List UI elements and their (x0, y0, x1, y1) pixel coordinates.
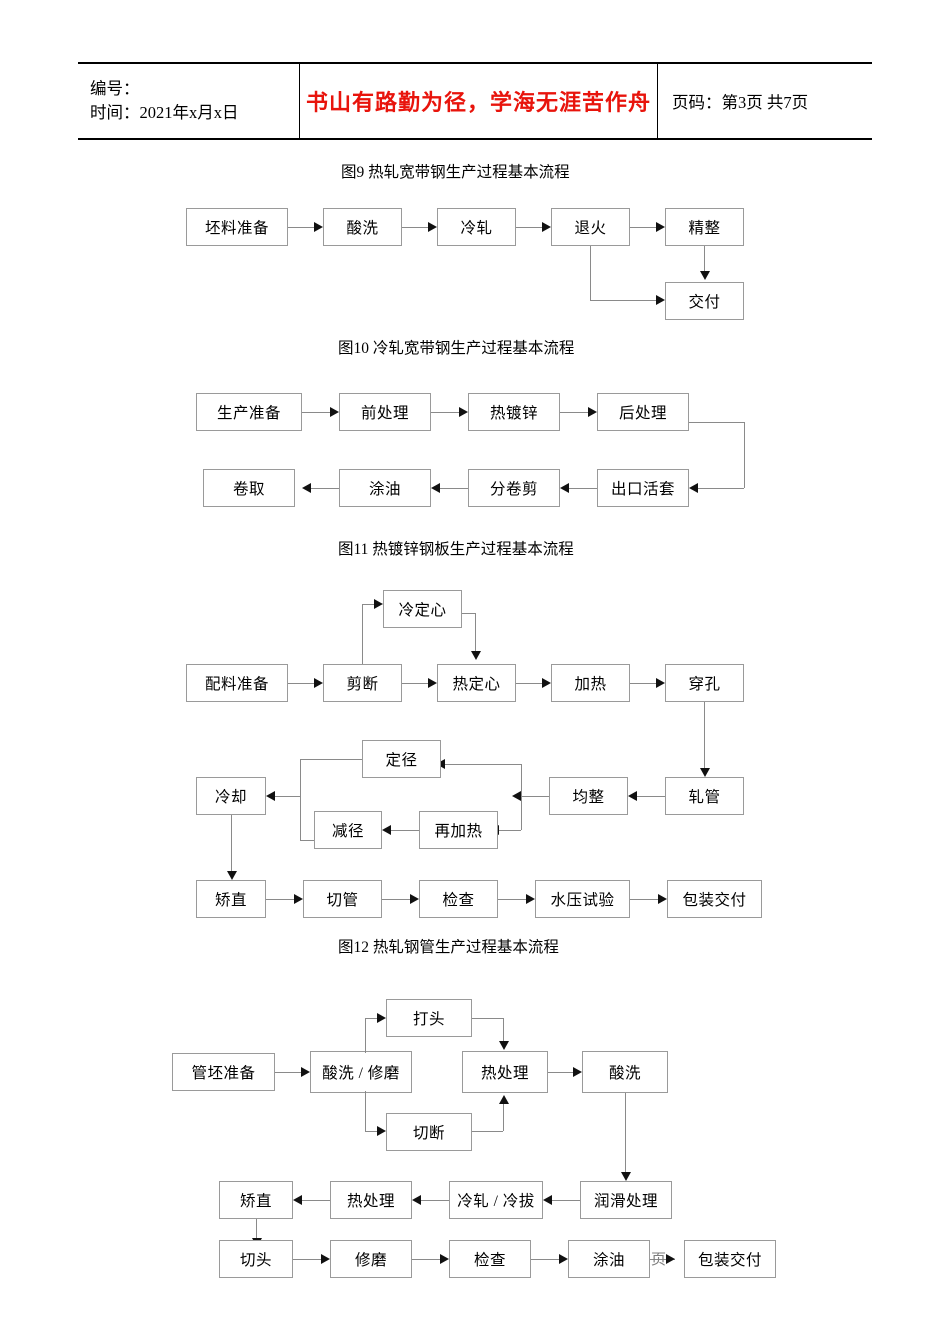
node-inspection: 检查 (419, 880, 498, 918)
node-material-preparation: 配料准备 (186, 664, 288, 702)
node-posttreatment: 后处理 (597, 393, 689, 431)
node-shearing: 剪断 (323, 664, 402, 702)
node-production-preparation: 生产准备 (196, 393, 302, 431)
node-tube-blank-preparation: 管坯准备 (172, 1053, 275, 1091)
header-cell-meta: 编号： 时间：2021年x月x日 (78, 64, 300, 138)
node-pickling-2: 酸洗 (582, 1051, 668, 1093)
stray-watermark-glyph: 页 (651, 1252, 667, 1268)
caption-figure-9: 图9 热轧宽带钢生产过程基本流程 (341, 164, 570, 181)
node-cold-centering: 冷定心 (383, 590, 462, 628)
node-heat-treatment-2: 热处理 (330, 1181, 412, 1219)
node-grinding: 修磨 (330, 1240, 412, 1278)
node-straightening-2: 矫直 (219, 1181, 293, 1219)
node-piercing: 穿孔 (665, 664, 744, 702)
node-oiling-2: 涂油 (568, 1240, 650, 1278)
node-head-cutting: 切头 (219, 1240, 293, 1278)
node-inspection-2: 检查 (449, 1240, 531, 1278)
header-time-label: 时间：2021年x月x日 (90, 103, 239, 122)
node-straightening: 矫直 (196, 880, 266, 918)
node-hot-dip-galvanizing: 热镀锌 (468, 393, 560, 431)
page-header-table: 编号： 时间：2021年x月x日 书山有路勤为径，学海无涯苦作舟 页码：第3页 … (78, 62, 872, 140)
node-lubrication-treatment: 润滑处理 (580, 1181, 672, 1219)
node-packaging-delivery: 包装交付 (667, 880, 762, 918)
node-heating: 加热 (551, 664, 630, 702)
header-slogan: 书山有路勤为径，学海无涯苦作舟 (305, 90, 651, 115)
node-heat-treatment-1: 热处理 (462, 1051, 548, 1093)
node-cooling: 冷却 (196, 777, 266, 815)
node-delivery: 交付 (665, 282, 744, 320)
node-stretch-reducing: 减径 (314, 811, 382, 849)
header-number-label: 编号： (90, 79, 140, 99)
header-cell-pagination: 页码：第3页 共7页 (658, 64, 872, 138)
node-packaging-delivery-2: 包装交付 (684, 1240, 776, 1278)
node-cold-roll-draw: 冷轧 / 冷拔 (449, 1181, 543, 1219)
caption-figure-12: 图12 热轧钢管生产过程基本流程 (338, 939, 559, 956)
caption-figure-10: 图10 冷轧宽带钢生产过程基本流程 (338, 340, 575, 357)
node-sizing: 定径 (362, 740, 441, 778)
caption-figure-11: 图11 热镀锌钢板生产过程基本流程 (338, 541, 574, 558)
node-heading: 打头 (386, 999, 472, 1037)
node-pipe-rolling: 轧管 (665, 777, 744, 815)
node-hot-centering: 热定心 (437, 664, 516, 702)
node-reheating: 再加热 (419, 811, 498, 849)
header-page-info: 页码：第3页 共7页 (672, 93, 809, 112)
node-oiling: 涂油 (339, 469, 431, 507)
node-pickling: 酸洗 (323, 208, 402, 246)
node-hydrostatic-test: 水压试验 (535, 880, 630, 918)
node-annealing: 退火 (551, 208, 630, 246)
node-coiling: 卷取 (203, 469, 295, 507)
node-pipe-cutting: 切管 (303, 880, 382, 918)
node-pickling-grinding: 酸洗 / 修磨 (310, 1051, 412, 1093)
node-finishing: 精整 (665, 208, 744, 246)
node-exit-looper: 出口活套 (597, 469, 689, 507)
node-pretreatment: 前处理 (339, 393, 431, 431)
node-blank-preparation: 坯料准备 (186, 208, 288, 246)
node-cold-rolling: 冷轧 (437, 208, 516, 246)
node-cutting: 切断 (386, 1113, 472, 1151)
node-slitting-shear: 分卷剪 (468, 469, 560, 507)
header-cell-slogan: 书山有路勤为径，学海无涯苦作舟 (300, 64, 658, 138)
node-sizing-uniform: 均整 (549, 777, 628, 815)
